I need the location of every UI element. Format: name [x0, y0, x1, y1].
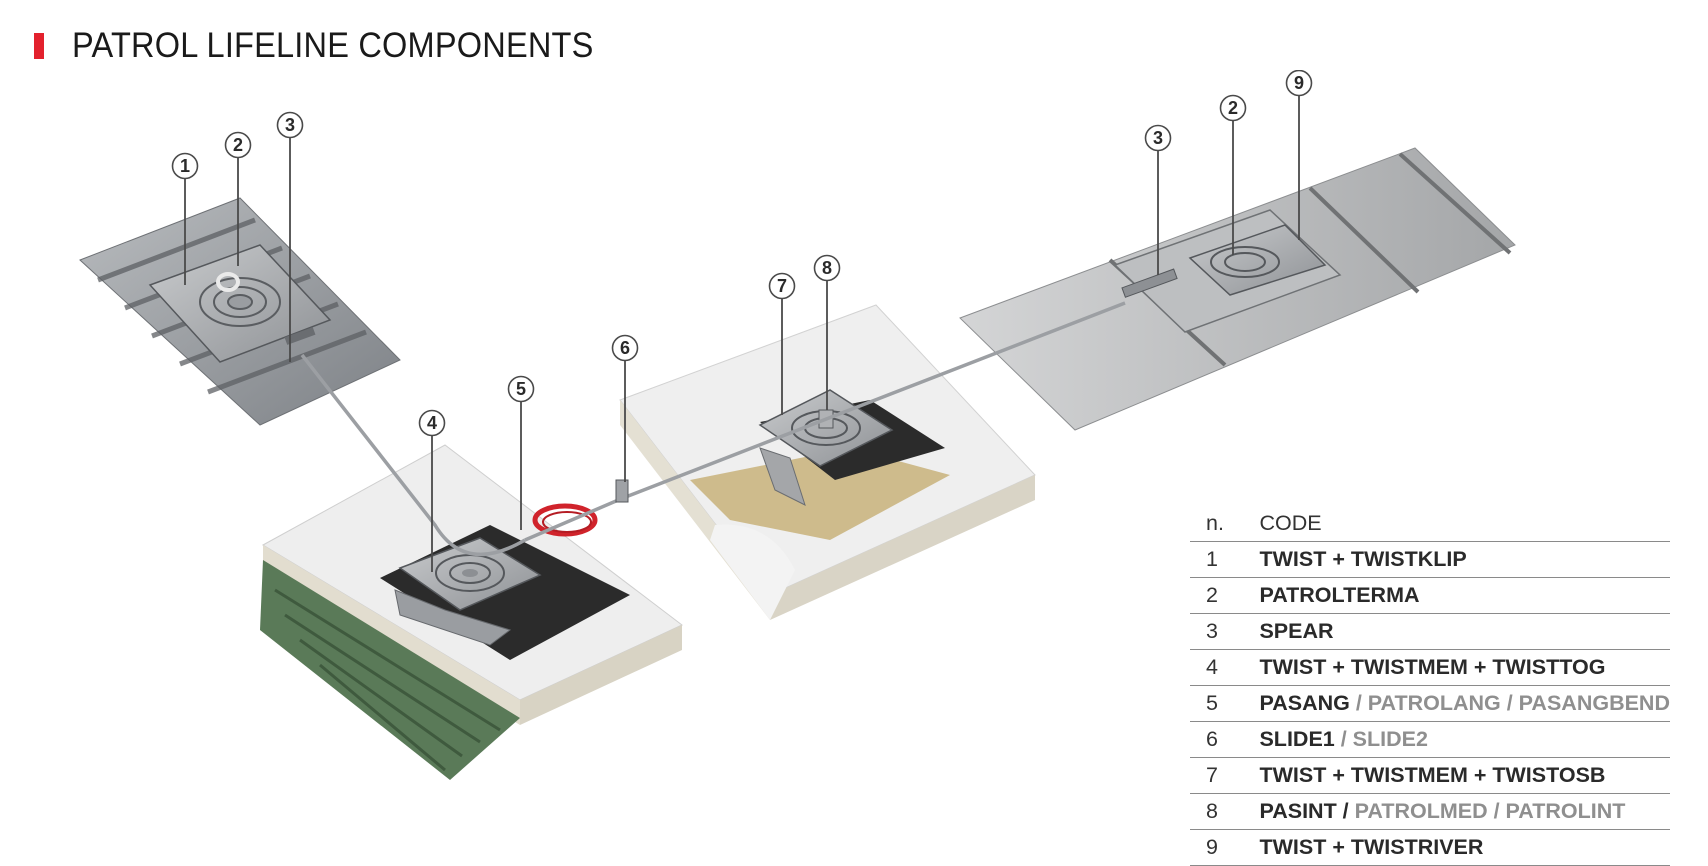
code-main: TWIST + TWISTMEM + TWISTOSB — [1259, 763, 1606, 787]
row-number: 9 — [1190, 829, 1260, 866]
table-row: 1 TWIST + TWISTKLIP — [1190, 541, 1670, 578]
table-row: 8 PASINT / PATROLMED / PATROLINT — [1190, 793, 1670, 830]
code-main: TWIST + TWISTMEM + TWISTTOG — [1259, 655, 1606, 679]
row-number: 4 — [1190, 649, 1260, 686]
callout-7: 7 — [768, 272, 796, 300]
table-row: 6 SLIDE1 / SLIDE2 — [1190, 721, 1670, 758]
code-main: TWIST + TWISTRIVER — [1259, 835, 1484, 859]
callout-leaders — [184, 96, 1300, 572]
svg-text:3: 3 — [285, 115, 295, 135]
row-code: SPEAR — [1259, 613, 1670, 650]
row-code: TWIST + TWISTKLIP — [1259, 541, 1670, 578]
code-main: PASANG — [1259, 691, 1350, 715]
row-code: PASANG / PATROLANG / PASANGBEND — [1259, 685, 1670, 722]
header-code: CODE — [1259, 506, 1670, 542]
table-row: 7 TWIST + TWISTMEM + TWISTOSB — [1190, 757, 1670, 794]
row-number: 7 — [1190, 757, 1260, 794]
code-alternatives: / PATROLANG / PASANGBEND — [1355, 691, 1670, 715]
svg-text:1: 1 — [180, 156, 190, 176]
code-main: SPEAR — [1259, 619, 1334, 643]
code-alternatives: PATROLMED / PATROLINT — [1354, 799, 1626, 823]
lifeline-illustration: 1 2 3 4 5 6 7 8 3 2 9 — [79, 70, 1516, 780]
components-table: n. CODE 1 TWIST + TWISTKLIP 2 PATROLTERM… — [1190, 506, 1670, 866]
row-number: 6 — [1190, 721, 1260, 758]
code-alternatives: / SLIDE2 — [1340, 727, 1428, 751]
callout-circles: 1 2 3 4 5 6 7 8 3 2 9 — [171, 70, 1313, 437]
callout-1: 1 — [171, 152, 199, 180]
table-row: 4 TWIST + TWISTMEM + TWISTTOG — [1190, 649, 1670, 686]
table-header-row: n. CODE — [1190, 506, 1670, 542]
svg-text:4: 4 — [427, 413, 437, 433]
code-main: TWIST + TWISTKLIP — [1259, 547, 1467, 571]
page-title: PATROL LIFELINE COMPONENTS — [72, 26, 594, 65]
row-code: PASINT / PATROLMED / PATROLINT — [1259, 793, 1670, 830]
svg-text:3: 3 — [1153, 128, 1163, 148]
row-code: SLIDE1 / SLIDE2 — [1259, 721, 1670, 758]
svg-text:7: 7 — [777, 276, 787, 296]
row-code: TWIST + TWISTMEM + TWISTOSB — [1259, 757, 1670, 794]
table-row: 2 PATROLTERMA — [1190, 577, 1670, 614]
svg-text:8: 8 — [822, 258, 832, 278]
row-number: 8 — [1190, 793, 1260, 830]
roof-standing-seam — [959, 147, 1516, 431]
callout-2: 2 — [224, 131, 252, 159]
svg-text:9: 9 — [1294, 73, 1304, 93]
callout-9: 9 — [1285, 70, 1313, 97]
code-main: SLIDE1 — [1259, 727, 1335, 751]
title-accent-bar — [34, 33, 44, 59]
row-number: 3 — [1190, 613, 1260, 650]
roof-membrane-deck — [260, 444, 683, 780]
svg-text:5: 5 — [516, 379, 526, 399]
svg-text:2: 2 — [1228, 98, 1238, 118]
callout-6: 6 — [611, 334, 639, 362]
code-main: PASINT / — [1259, 799, 1349, 823]
row-code: PATROLTERMA — [1259, 577, 1670, 614]
table-row: 3 SPEAR — [1190, 613, 1670, 650]
page-header: PATROL LIFELINE COMPONENTS — [34, 26, 633, 66]
roof-trapezoidal-sheet — [79, 197, 401, 426]
row-number: 1 — [1190, 541, 1260, 578]
svg-text:2: 2 — [233, 135, 243, 155]
callout-4: 4 — [418, 409, 446, 437]
table-row: 5 PASANG / PATROLANG / PASANGBEND — [1190, 685, 1670, 722]
callout-2-right: 2 — [1219, 94, 1247, 122]
header-n: n. — [1190, 506, 1260, 542]
table-row: 9 TWIST + TWISTRIVER — [1190, 829, 1670, 866]
callout-5: 5 — [507, 375, 535, 403]
callout-3-right: 3 — [1144, 124, 1172, 152]
row-number: 5 — [1190, 685, 1260, 722]
slide-device — [615, 479, 629, 503]
row-number: 2 — [1190, 577, 1260, 614]
svg-text:6: 6 — [620, 338, 630, 358]
callout-3: 3 — [276, 111, 304, 139]
row-code: TWIST + TWISTMEM + TWISTTOG — [1259, 649, 1670, 686]
row-code: TWIST + TWISTRIVER — [1259, 829, 1670, 866]
code-main: PATROLTERMA — [1259, 583, 1420, 607]
callout-8: 8 — [813, 254, 841, 282]
